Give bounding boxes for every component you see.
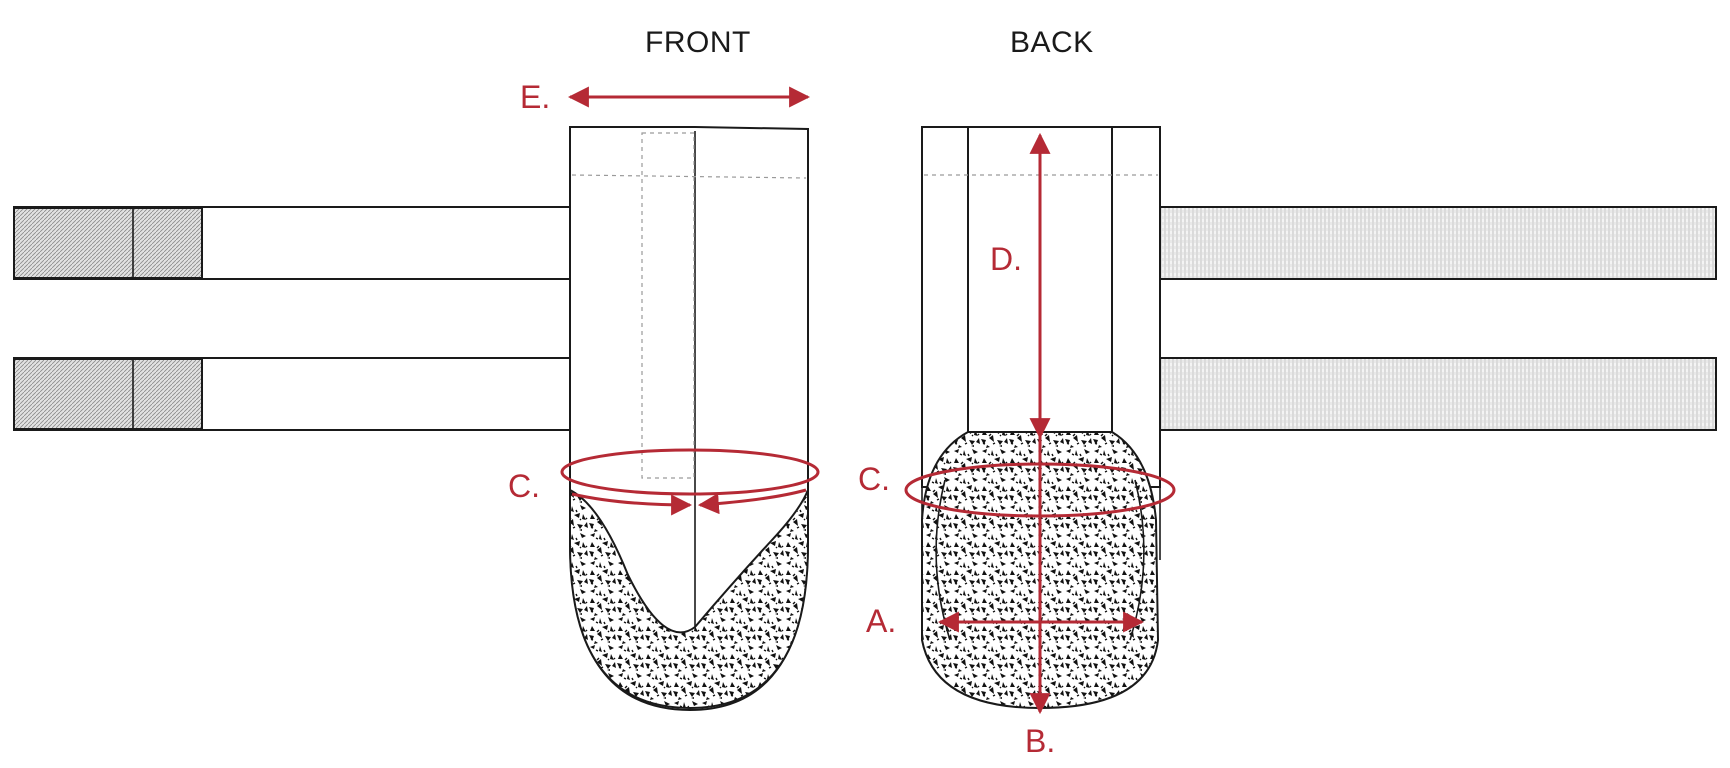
front-circumference-arrow-right [697, 488, 807, 515]
back-strap-top [1111, 206, 1717, 280]
front-circumference-arrow-left [571, 492, 693, 516]
front-strap-bottom [13, 357, 571, 431]
front-view [13, 86, 820, 712]
hook-fastener-top [13, 207, 203, 279]
back-view [904, 126, 1717, 715]
front-circumference-ring [560, 448, 820, 496]
front-foam-cup [569, 488, 809, 710]
measurement-label-c-back: C. [858, 461, 890, 497]
front-view-title: FRONT [645, 26, 751, 59]
front-strap-top [13, 206, 571, 280]
measurement-label-c-front: C. [508, 468, 540, 504]
measurement-label-a: A. [866, 603, 896, 639]
measurement-label-d: D. [990, 241, 1022, 277]
back-strap-bottom [1111, 357, 1717, 431]
hook-fastener-bottom [13, 358, 203, 430]
measurement-label-b: B. [1025, 723, 1055, 759]
back-view-title: BACK [1010, 26, 1094, 59]
front-pocket-stitch [641, 132, 695, 479]
front-top-stitch [571, 174, 807, 179]
measurement-label-e: E. [520, 79, 550, 115]
